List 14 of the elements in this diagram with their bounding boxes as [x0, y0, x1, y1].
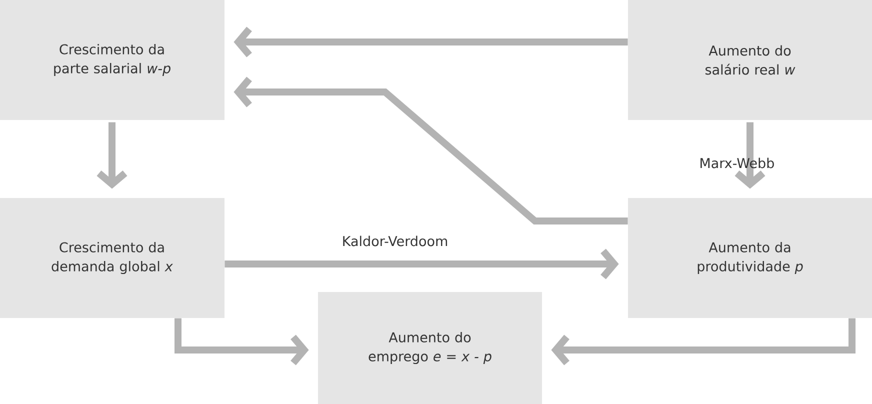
- arrow: [234, 26, 628, 58]
- process-box: Crescimento da demanda global x: [0, 198, 224, 318]
- arrow: [224, 248, 619, 280]
- arrow: [174, 318, 309, 366]
- process-box: Aumento da produtividade p: [628, 198, 872, 318]
- arrow: [234, 76, 628, 224]
- edge-label: Marx-Webb: [700, 158, 774, 168]
- arrow: [551, 318, 856, 366]
- process-box: Aumento do salário real w: [628, 0, 872, 120]
- process-box: Aumento do emprego e = x - p: [318, 292, 542, 404]
- process-box: Crescimento da parte salarial w-p: [0, 0, 224, 120]
- arrow: [734, 122, 766, 189]
- arrow: [96, 122, 128, 189]
- edge-label: Kaldor-Verdoom: [343, 236, 448, 246]
